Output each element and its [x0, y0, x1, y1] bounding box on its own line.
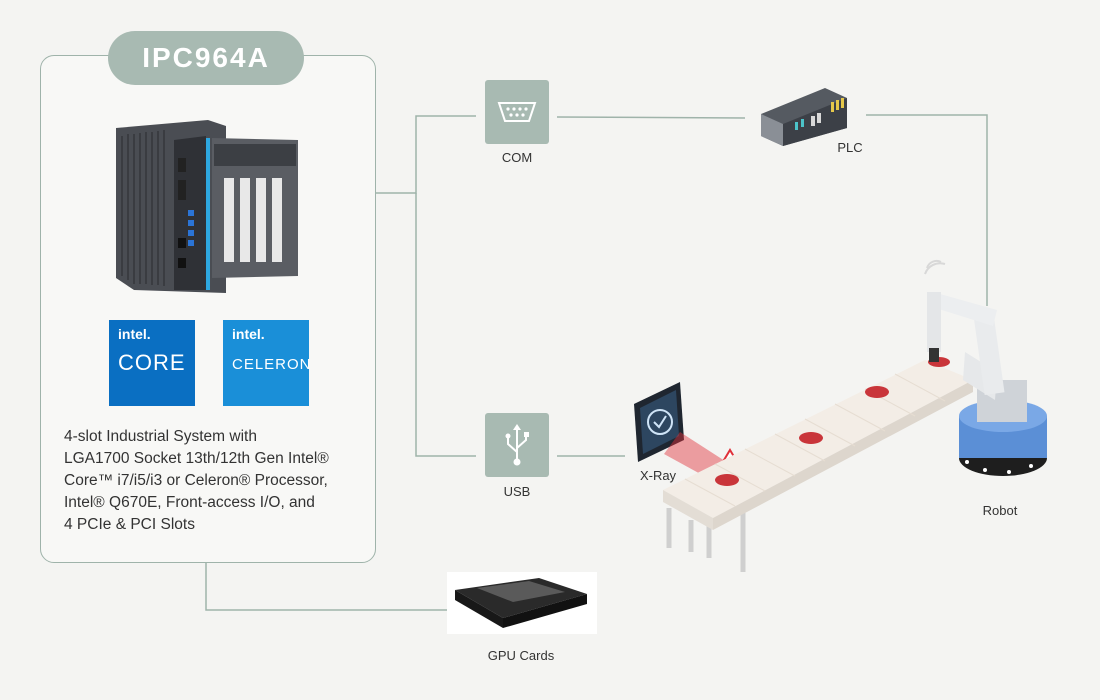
robot-arm-image	[924, 259, 1047, 476]
usb-label: USB	[503, 484, 531, 499]
intel-core-badge: intel. CORE	[109, 320, 195, 406]
gpu-label: GPU Cards	[487, 648, 555, 663]
product-title: IPC964A	[108, 31, 304, 85]
product-description: 4-slot Industrial System with LGA1700 So…	[64, 428, 329, 533]
conveyor-belt-image	[663, 357, 973, 572]
gpu-card-frame	[447, 572, 597, 634]
ipc-chassis-image	[116, 120, 298, 293]
com-node	[485, 80, 549, 144]
plc-device-image	[761, 88, 847, 146]
com-label: COM	[501, 150, 533, 165]
intel-celeron-badge: intel. CELERON	[223, 320, 311, 406]
usb-node	[485, 413, 549, 477]
plc-label: PLC	[837, 140, 863, 155]
robot-label: Robot	[982, 503, 1018, 518]
usb-icon	[505, 424, 529, 466]
serial-port-icon	[497, 102, 537, 122]
wifi-icon	[924, 259, 946, 275]
gpu-card-image	[455, 578, 587, 628]
xray-label: X-Ray	[639, 468, 677, 483]
